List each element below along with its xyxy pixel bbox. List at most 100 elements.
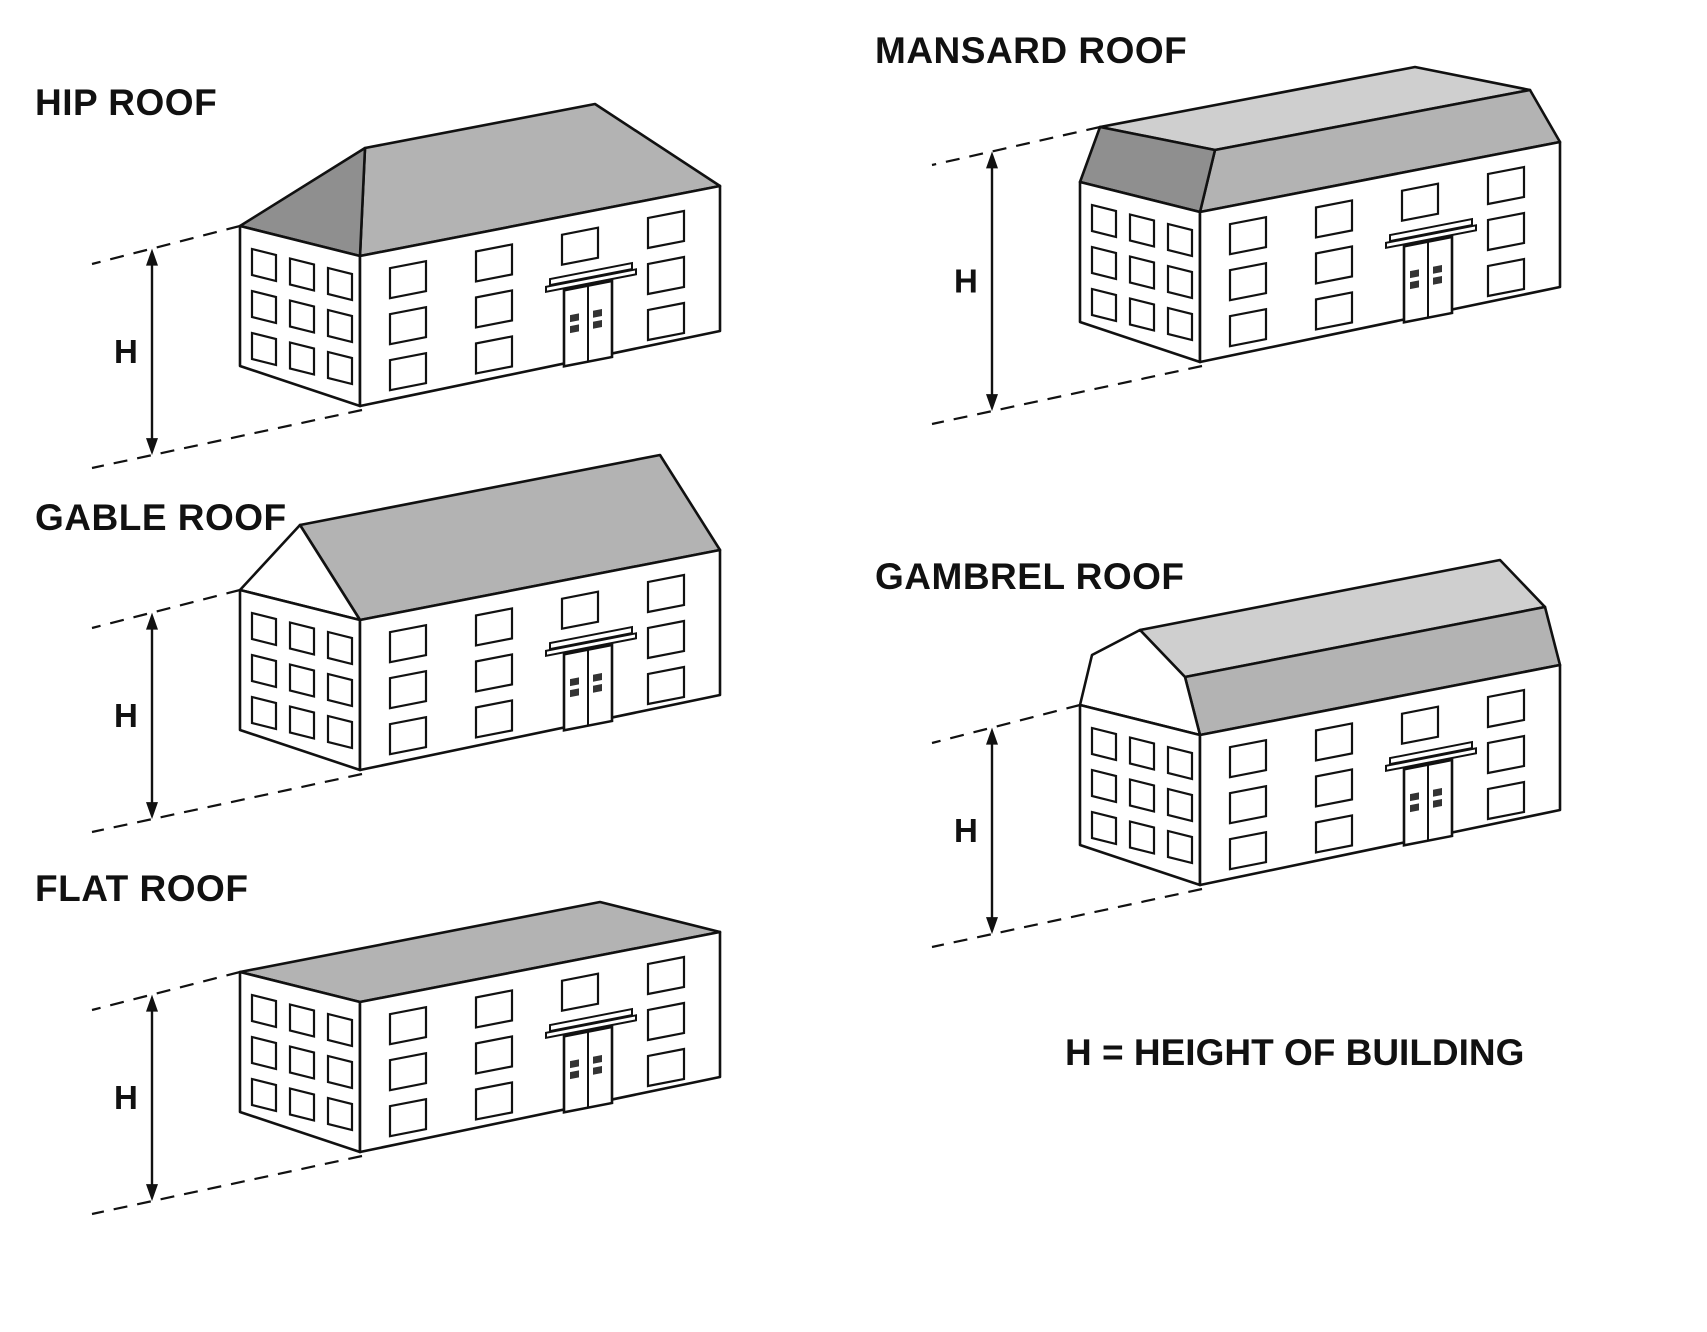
window xyxy=(326,266,354,302)
hip-roof-title: HIP ROOF xyxy=(35,82,218,123)
window xyxy=(1166,787,1194,823)
front-wall-windows xyxy=(388,209,686,392)
window xyxy=(326,350,354,386)
entrance-door xyxy=(1385,217,1477,324)
front-wall xyxy=(1198,663,1562,887)
door-canopy xyxy=(549,261,633,287)
window xyxy=(326,714,354,750)
window xyxy=(1166,306,1194,342)
window xyxy=(388,1005,428,1046)
window xyxy=(474,653,514,693)
window xyxy=(250,653,278,689)
window xyxy=(388,259,428,300)
window xyxy=(388,1051,428,1092)
window xyxy=(1228,307,1268,348)
door-pane xyxy=(593,1054,602,1064)
window xyxy=(1314,768,1354,808)
h-dimension-label: H xyxy=(114,697,138,734)
window xyxy=(250,695,278,731)
door-pane xyxy=(570,1070,579,1080)
window xyxy=(1486,780,1526,821)
window xyxy=(250,247,278,283)
window xyxy=(326,630,354,666)
height-legend: H = HEIGHT OF BUILDING xyxy=(1065,1032,1525,1073)
h-dimension-label: H xyxy=(954,812,978,849)
gambrel-roof-illustration: H xyxy=(931,558,1562,949)
top-dashed-line xyxy=(931,125,1101,167)
window xyxy=(1128,213,1156,248)
h-dimension-label: H xyxy=(114,1079,138,1116)
door-canopy xyxy=(549,625,633,651)
height-arrow xyxy=(986,727,998,935)
door-pane xyxy=(1433,798,1442,808)
window xyxy=(1314,245,1354,285)
window xyxy=(1166,222,1194,258)
flat-roof-illustration: H xyxy=(91,900,722,1216)
h-dimension-label: H xyxy=(114,333,138,370)
window xyxy=(1486,688,1526,729)
door-pane xyxy=(1433,264,1442,274)
entrance-door xyxy=(545,625,637,732)
mansard-roof-illustration: H xyxy=(931,65,1562,426)
height-arrow xyxy=(146,994,158,1202)
window xyxy=(288,299,316,334)
window xyxy=(250,331,278,367)
window xyxy=(1166,264,1194,300)
door-canopy xyxy=(1385,747,1477,773)
height-arrow xyxy=(986,151,998,412)
window xyxy=(388,351,428,392)
h-dimension-label: H xyxy=(954,262,978,299)
window xyxy=(1228,215,1268,256)
door-pane xyxy=(593,319,602,329)
window xyxy=(288,663,316,698)
arrow-head-top xyxy=(986,151,998,169)
door-canopy xyxy=(545,1014,637,1040)
window xyxy=(250,611,278,647)
window xyxy=(288,341,316,376)
door-pane xyxy=(1410,280,1419,290)
window xyxy=(326,1012,354,1048)
gambrel-roof-title: GAMBREL ROOF xyxy=(875,556,1185,597)
dimension-lines xyxy=(91,588,363,834)
window xyxy=(250,993,278,1029)
end-wall-windows xyxy=(1090,726,1194,865)
window xyxy=(1090,810,1118,846)
window xyxy=(388,715,428,756)
window xyxy=(1128,820,1156,855)
door-pane xyxy=(1410,269,1419,279)
top-dashed-line xyxy=(91,224,241,266)
arrow-head-bottom xyxy=(986,394,998,412)
window xyxy=(288,1087,316,1122)
window xyxy=(1228,830,1268,871)
bottom-dashed-line xyxy=(931,364,1203,426)
window xyxy=(288,1003,316,1038)
dimension-lines xyxy=(931,703,1203,949)
window xyxy=(474,989,514,1029)
window xyxy=(1128,736,1156,771)
window xyxy=(1228,784,1268,825)
window xyxy=(474,607,514,647)
window xyxy=(1314,722,1354,762)
window xyxy=(250,289,278,325)
door-pane xyxy=(1433,787,1442,797)
window xyxy=(326,672,354,708)
door-canopy xyxy=(545,632,637,658)
front-wall-windows xyxy=(388,573,686,756)
front-wall xyxy=(358,184,722,408)
door-canopy xyxy=(545,268,637,294)
door-pane xyxy=(1410,792,1419,802)
window xyxy=(288,621,316,656)
front-wall-windows xyxy=(1228,688,1526,871)
front-wall-windows xyxy=(388,955,686,1138)
flat-roof-title: FLAT ROOF xyxy=(35,868,249,909)
entrance-door xyxy=(1385,740,1477,847)
window xyxy=(1166,829,1194,865)
window xyxy=(288,705,316,740)
entrance-door xyxy=(545,1007,637,1114)
window xyxy=(1400,705,1440,746)
window xyxy=(474,335,514,375)
window xyxy=(1128,297,1156,332)
hip-roof-illustration: H xyxy=(91,102,722,470)
window xyxy=(288,257,316,292)
window xyxy=(388,669,428,710)
